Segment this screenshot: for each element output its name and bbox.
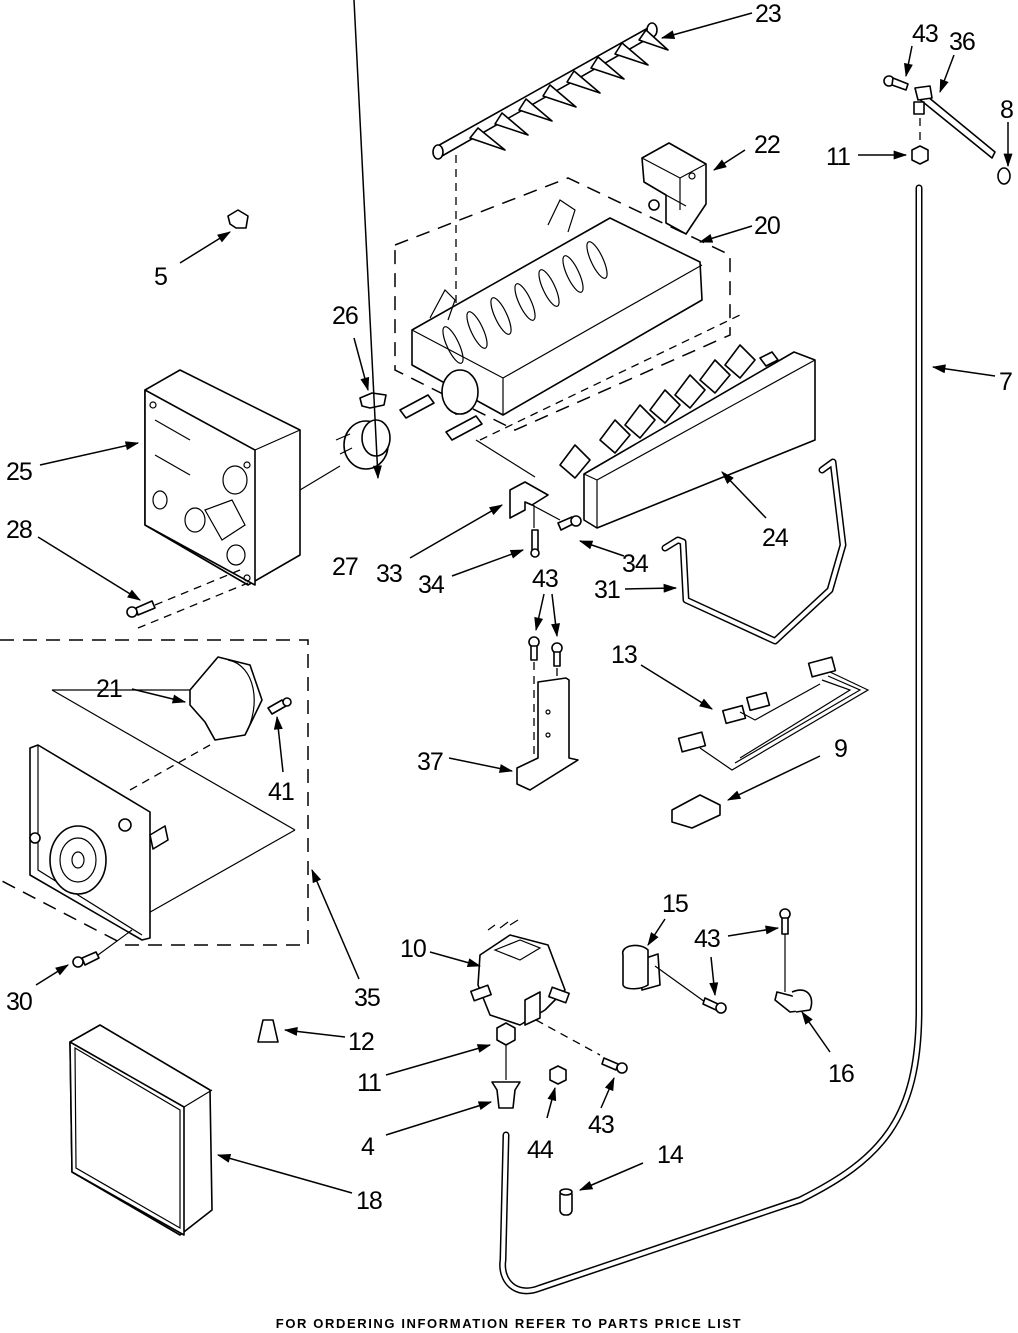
thermostat-part	[335, 419, 391, 470]
callout-34-right: 34	[622, 550, 649, 578]
compression-sleeve-part	[491, 1081, 521, 1109]
fill-cup-part	[641, 142, 707, 235]
mold-part	[399, 199, 703, 441]
clamp-part-15	[622, 944, 661, 991]
ordering-info-footer: FOR ORDERING INFORMATION REFER TO PARTS …	[275, 1316, 743, 1331]
callout-37: 37	[417, 748, 443, 776]
screw-part-43-valve	[601, 1057, 628, 1074]
motor-part	[189, 656, 263, 741]
callout-5: 5	[154, 263, 167, 291]
callout-41: 41	[268, 778, 294, 806]
callout-43-clamp16: 43	[694, 925, 720, 953]
leader-lines	[35, 0, 1013, 1194]
screw-part-43-pair	[528, 636, 563, 667]
wire-harness-part	[677, 656, 870, 771]
water-valve-part	[470, 919, 570, 1026]
screw-part-43-clamp15	[702, 997, 727, 1014]
ejector-part	[432, 22, 669, 160]
callout-13: 13	[611, 641, 637, 669]
insert-part	[559, 1188, 573, 1216]
callout-26: 26	[332, 302, 358, 330]
callout-44: 44	[527, 1136, 554, 1164]
callout-11-bottom: 11	[357, 1069, 381, 1097]
screw-part-34a	[530, 529, 540, 558]
fill-tube-bracket-part	[913, 85, 996, 159]
callout-36: 36	[949, 28, 975, 56]
clamp-part-16	[774, 989, 813, 1013]
stripper-part	[559, 344, 816, 529]
screw-part-43-clamp16	[779, 908, 791, 935]
connector-part	[671, 794, 721, 829]
callout-4: 4	[361, 1133, 375, 1161]
callout-7: 7	[999, 368, 1012, 396]
callout-20: 20	[754, 212, 780, 240]
washer-part	[997, 167, 1011, 185]
cover-part	[69, 1024, 213, 1236]
callout-28: 28	[6, 516, 32, 544]
callout-8: 8	[1000, 96, 1013, 124]
screw-part-30	[72, 951, 100, 968]
callout-18: 18	[356, 1187, 382, 1215]
callout-23: 23	[755, 0, 781, 28]
control-plate-part	[29, 744, 169, 941]
nut-part-11-bottom	[496, 1022, 516, 1046]
callout-35: 35	[354, 984, 380, 1012]
callout-15: 15	[662, 890, 688, 918]
callout-21: 21	[96, 675, 122, 703]
nut-part-44	[549, 1065, 567, 1085]
callout-14: 14	[657, 1141, 684, 1169]
callout-11-top: 11	[826, 143, 850, 171]
screw-part-28	[126, 600, 156, 618]
callout-24: 24	[762, 524, 789, 552]
callout-30: 30	[6, 988, 32, 1016]
screw-part-34b	[557, 515, 582, 531]
wire-nut-part	[257, 1019, 279, 1043]
callout-31: 31	[594, 576, 620, 604]
nut-part-11-top	[911, 145, 929, 165]
clip-part-26	[359, 392, 387, 409]
callout-10: 10	[400, 935, 426, 963]
clip-part-5	[227, 209, 249, 229]
callout-34-left: 34	[418, 571, 445, 599]
callout-25: 25	[6, 458, 32, 486]
callout-22: 22	[754, 131, 780, 159]
callout-43-top: 43	[912, 20, 938, 48]
callout-12: 12	[348, 1028, 374, 1056]
callout-43-valve: 43	[588, 1111, 614, 1139]
callout-16: 16	[828, 1060, 854, 1088]
callout-43-bracket: 43	[532, 565, 558, 593]
housing-part	[144, 369, 341, 586]
callout-labels: 23 43 36 8 22 11 20 5 26 7 25 28 27 33 3…	[6, 0, 1014, 1215]
callout-33: 33	[376, 560, 402, 588]
screw-part-41	[267, 697, 292, 715]
bracket-part-33	[509, 481, 549, 519]
callout-9: 9	[834, 735, 847, 763]
mounting-bracket-part	[516, 677, 579, 791]
screw-part-43-top	[883, 75, 909, 91]
callout-27: 27	[332, 553, 358, 581]
